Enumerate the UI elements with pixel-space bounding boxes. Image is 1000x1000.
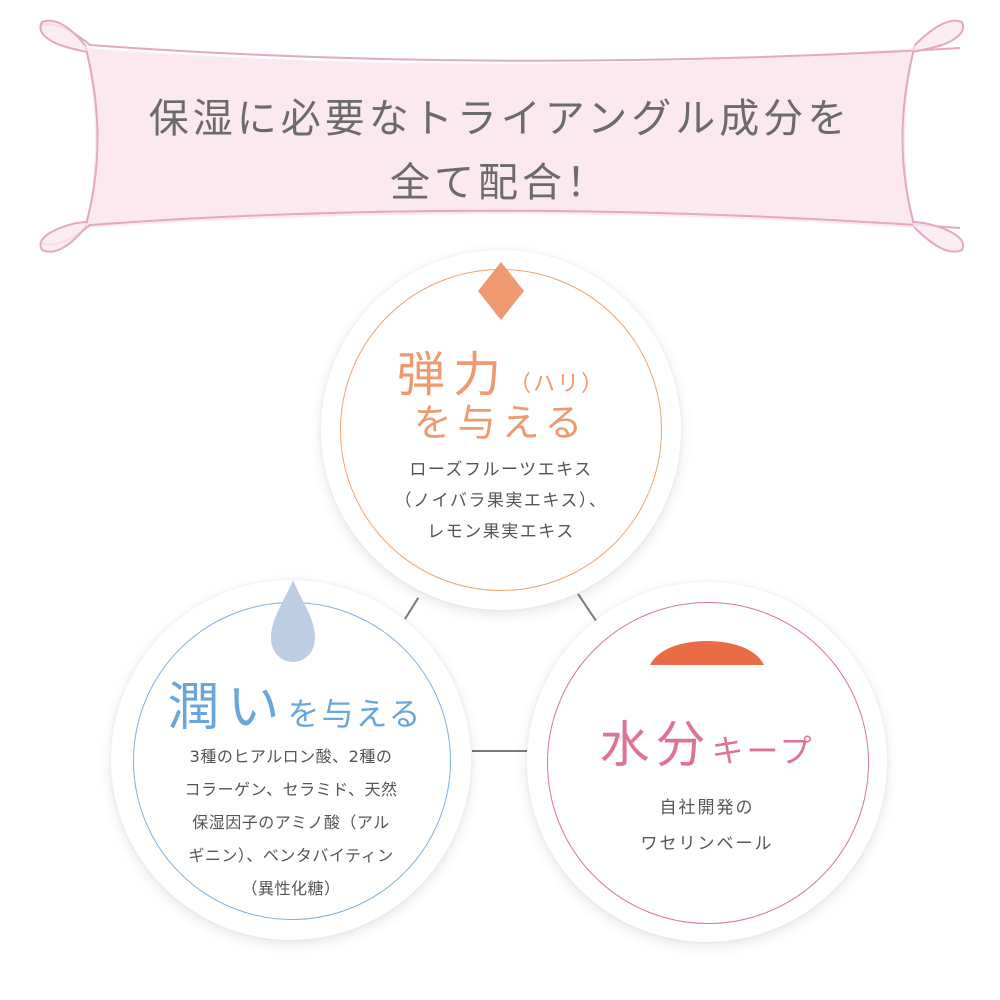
retention-title: 水分キープ xyxy=(547,705,867,777)
banner-fill xyxy=(85,48,915,228)
ingredient-line: （異性化糖） xyxy=(241,879,341,898)
ingredient-line: 自社開発の xyxy=(659,798,755,818)
loop-top-right xyxy=(911,19,964,53)
retention-ingredients: 自社開発の ワセリンベール xyxy=(560,790,854,862)
ingredient-line: レモン果実エキス xyxy=(427,522,575,542)
retention-title-sub: キープ xyxy=(711,732,815,770)
headline-line-2: 全て配合！ xyxy=(390,160,610,206)
elasticity-title: 弾力（ハリ） xyxy=(340,335,662,405)
elasticity-ingredients: ローズフルーツエキス （ノイバラ果実エキス）、 レモン果実エキス xyxy=(350,455,652,548)
ingredient-line: コラーゲン、セラミド、天然 xyxy=(184,780,398,799)
moisture-title-main: 潤い xyxy=(167,678,288,738)
ingredient-line: ワセリンベール xyxy=(640,834,774,854)
ingredient-line: 保湿因子のアミノ酸（アル xyxy=(192,813,390,832)
elasticity-title-main: 弾力 xyxy=(396,347,509,403)
ingredient-line: ローズフルーツエキス xyxy=(409,460,593,480)
moisture-ingredients: 3種のヒアルロン酸、2種の コラーゲン、セラミド、天然 保湿因子のアミノ酸（アル… xyxy=(150,740,432,905)
headline-line-1: 保湿に必要なトライアングル成分を xyxy=(148,96,852,142)
water-drop-icon xyxy=(271,580,315,662)
loop-top-left xyxy=(39,19,89,53)
connector-top-right xyxy=(577,593,597,622)
ingredient-line: （ノイバラ果実エキス）、 xyxy=(394,491,608,511)
banner-ribbon xyxy=(39,19,964,253)
retention-title-main: 水分 xyxy=(599,716,712,774)
loop-bottom-left xyxy=(39,221,89,253)
ingredient-line: ギニン）、ベンタバイティン xyxy=(188,846,394,865)
circle-elasticity-ring xyxy=(340,269,662,591)
ingredient-line: 3種のヒアルロン酸、2種の xyxy=(189,747,393,766)
connector-top-left xyxy=(404,597,420,620)
dome-icon xyxy=(650,641,764,665)
diamond-icon xyxy=(478,262,524,320)
moisture-title: 潤いを与える xyxy=(150,665,440,740)
moisture-title-sub: を与える xyxy=(287,695,423,733)
banner-left-edge xyxy=(84,44,99,229)
connector-horizontal xyxy=(472,750,527,752)
loop-bottom-right xyxy=(911,221,964,253)
elasticity-title-sub: （ハリ） xyxy=(509,372,606,397)
elasticity-title-line2: を与える xyxy=(413,401,589,445)
banner-right-edge xyxy=(901,44,916,229)
